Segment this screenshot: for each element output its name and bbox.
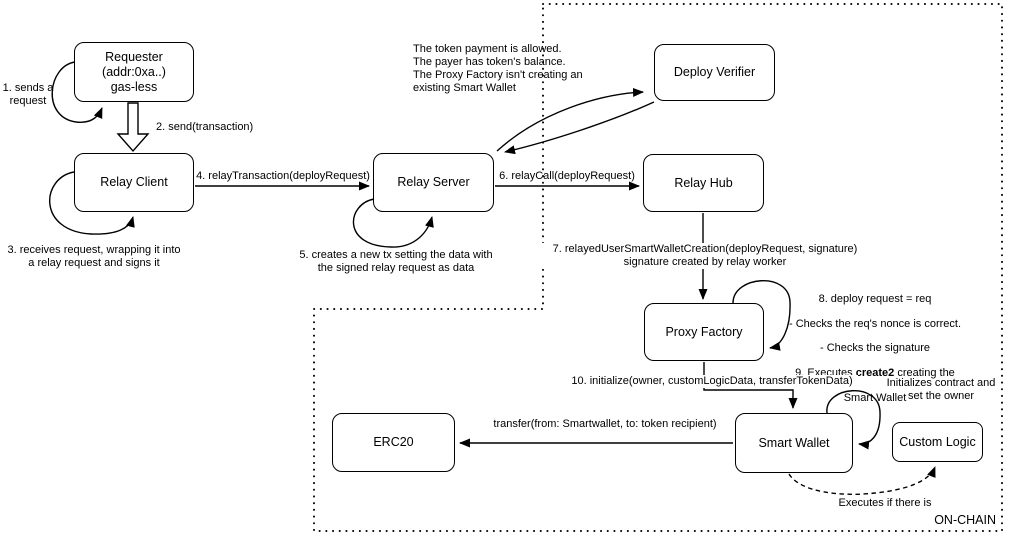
node-smart-wallet-label: Smart Wallet	[758, 435, 830, 450]
node-custom-logic-label: Custom Logic	[899, 434, 976, 449]
label-step2: 2. send(transaction)	[156, 121, 254, 133]
label-step10: 10. initialize(owner, customLogicData, t…	[566, 375, 858, 388]
label-step3: 3. receives request, wrapping it into a …	[7, 244, 181, 269]
node-relay-server-label: Relay Server	[397, 175, 470, 189]
curve-relay-server-to-deploy-verifier	[496, 87, 644, 152]
note-line: - Checks the req's nonce is correct.	[788, 317, 962, 330]
node-relay-hub: Relay Hub	[643, 154, 764, 212]
note-line: 8. deploy request = req	[818, 293, 932, 306]
node-erc20: ERC20	[332, 413, 455, 472]
node-relay-client-label: Relay Client	[100, 175, 168, 189]
label-transfer: transfer(from: Smartwallet, to: token re…	[493, 418, 717, 430]
label-executes-note: Executes if there is	[838, 497, 932, 509]
node-custom-logic: Custom Logic	[892, 422, 983, 462]
node-smart-wallet: Smart Wallet	[735, 413, 853, 473]
label-onchain: ON-CHAIN	[934, 513, 996, 527]
node-requester: Requester (addr:0xa..) gas-less	[74, 42, 194, 102]
node-relay-client: Relay Client	[74, 153, 194, 212]
node-relay-server: Relay Server	[373, 153, 494, 212]
node-deploy-verifier-label: Deploy Verifier	[673, 65, 756, 79]
label-step6: 6. relayCall(deployRequest)	[499, 170, 635, 182]
label-step4: 4. relayTransaction(deployRequest)	[196, 170, 370, 182]
curve-deploy-verifier-to-relay-server	[504, 101, 655, 155]
label-init-note: Initializes contract and set the owner	[886, 377, 996, 402]
label-step7: 7. relayedUserSmartWalletCreation(deploy…	[540, 243, 870, 269]
label-step1: 1. sends a request	[2, 82, 54, 107]
node-relay-hub-label: Relay Hub	[674, 175, 733, 190]
note-line: - Checks the signature	[819, 342, 931, 355]
label-step5: 5. creates a new tx setting the data wit…	[299, 249, 493, 274]
node-proxy-factory-label: Proxy Factory	[665, 324, 743, 339]
node-requester-label: Requester (addr:0xa..) gas-less	[102, 49, 166, 94]
node-erc20-label: ERC20	[373, 435, 414, 449]
label-verifier-note: The token payment is allowed. The payer …	[413, 43, 583, 94]
node-proxy-factory: Proxy Factory	[644, 303, 764, 361]
arrow-send-transaction	[116, 102, 150, 153]
node-deploy-verifier: Deploy Verifier	[654, 44, 775, 101]
